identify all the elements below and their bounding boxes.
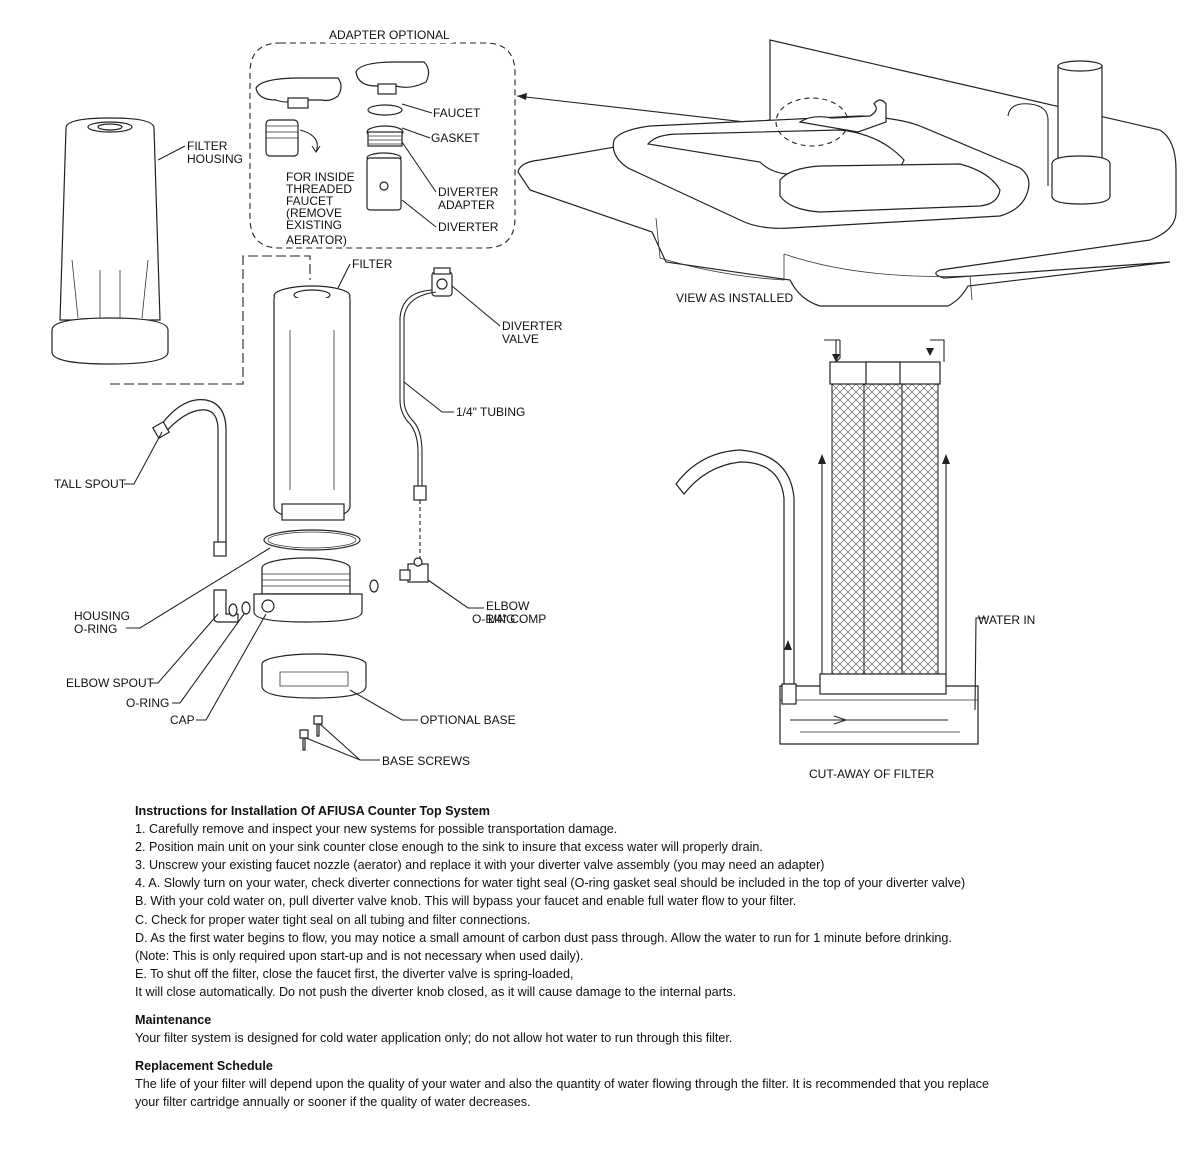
filter-housing-label-1: FILTER	[187, 139, 228, 153]
cap-label: CAP	[170, 713, 195, 727]
adapter-optional-label: ADAPTER OPTIONAL	[329, 28, 450, 42]
tall-spout-part	[151, 399, 227, 557]
base-screw-1	[299, 729, 309, 751]
replacement-text-line-2: your filter cartridge annually or sooner…	[135, 1095, 531, 1110]
housing-oring-label-1: HOUSING	[74, 609, 130, 623]
tall-spout-label: TALL SPOUT	[54, 477, 127, 491]
instruction-step: 4. A. Slowly turn on your water, check d…	[135, 876, 966, 891]
instructions-title: Instructions for Installation Of AFIUSA …	[135, 804, 490, 818]
replacement-section: Replacement Schedule The life of your fi…	[135, 1057, 1135, 1111]
maintenance-section: Maintenance Your filter system is design…	[135, 1011, 1135, 1047]
diverter-adapter-label-1: DIVERTER	[438, 185, 499, 199]
base-screws-label: BASE SCREWS	[382, 754, 470, 768]
diverter-adapter-label-2: ADAPTER	[438, 198, 495, 212]
cut-away-label: CUT-AWAY OF FILTER	[809, 767, 934, 781]
base-screw-2	[313, 715, 323, 737]
maintenance-text: Your filter system is designed for cold …	[135, 1031, 733, 1046]
inside-threaded-label-1: FOR INSIDE	[286, 170, 355, 184]
instructions-section: Instructions for Installation Of AFIUSA …	[135, 802, 1135, 1112]
inside-threaded-label-4: (REMOVE	[286, 206, 342, 220]
maintenance-title: Maintenance	[135, 1013, 212, 1028]
filter-cartridge: FILTER	[273, 257, 393, 521]
instruction-step: C. Check for proper water tight seal on …	[135, 912, 531, 927]
housing-oring-label-2: O-RING	[74, 622, 117, 636]
inside-threaded-label-3: FAUCET	[286, 194, 334, 208]
instruction-step: B. With your cold water on, pull diverte…	[135, 894, 797, 909]
optional-base-label: OPTIONAL BASE	[420, 713, 516, 727]
oring-right-label: O-RING	[472, 612, 515, 626]
instruction-step: 1. Carefully remove and inspect your new…	[135, 822, 618, 837]
elbow-spout-label: ELBOW SPOUT	[66, 676, 155, 690]
elbow-comp-label-2: 1/4" COMP	[486, 612, 546, 626]
filter-base	[253, 557, 379, 623]
filter-assembly-diagram: ADAPTER OPTIONAL FAUCET GASKET DIVERTER …	[51, 28, 1177, 781]
inside-threaded-label-6: AERATOR)	[286, 233, 347, 247]
water-in-label: WATER IN	[978, 613, 1035, 627]
view-as-installed-label: VIEW AS INSTALLED	[676, 291, 793, 305]
instruction-step: 2. Position main unit on your sink count…	[135, 840, 763, 855]
installed-view: VIEW AS INSTALLED	[517, 39, 1177, 307]
optional-base-part	[261, 653, 367, 699]
instruction-step: 3. Unscrew your existing faucet nozzle (…	[135, 858, 825, 873]
replacement-title: Replacement Schedule	[135, 1059, 273, 1074]
inside-threaded-label-5: EXISTING	[286, 218, 342, 232]
filter-housing-label-2: HOUSING	[187, 152, 243, 166]
diverter-valve-label-1: DIVERTER	[502, 319, 563, 333]
instruction-step: (Note: This is only required upon start-…	[135, 948, 584, 963]
housing-oring	[263, 529, 361, 551]
inside-threaded-label-2: THREADED	[286, 182, 352, 196]
oring-label: O-RING	[126, 696, 169, 710]
elbow-comp-label-1: ELBOW	[486, 599, 530, 613]
filter-label: FILTER	[352, 257, 393, 271]
gasket-label: GASKET	[431, 131, 480, 145]
tubing-label: 1/4" TUBING	[456, 405, 525, 419]
adapter-optional-group: ADAPTER OPTIONAL FAUCET GASKET DIVERTER …	[249, 28, 516, 249]
instruction-step: It will close automatically. Do not push…	[135, 984, 737, 999]
faucet-label: FAUCET	[433, 106, 481, 120]
replacement-text-line-1: The life of your filter will depend upon…	[135, 1077, 990, 1092]
diverter-label: DIVERTER	[438, 220, 499, 234]
instruction-step: E. To shut off the filter, close the fau…	[135, 966, 574, 981]
instruction-step: D. As the first water begins to flow, yo…	[135, 930, 952, 945]
cutaway-view: WATER IN CUT-AWAY OF FILTER	[675, 339, 1035, 781]
diverter-valve-label-2: VALVE	[502, 332, 539, 346]
filter-housing: FILTER HOUSING	[51, 117, 243, 365]
diverter-valve-part	[399, 267, 453, 583]
